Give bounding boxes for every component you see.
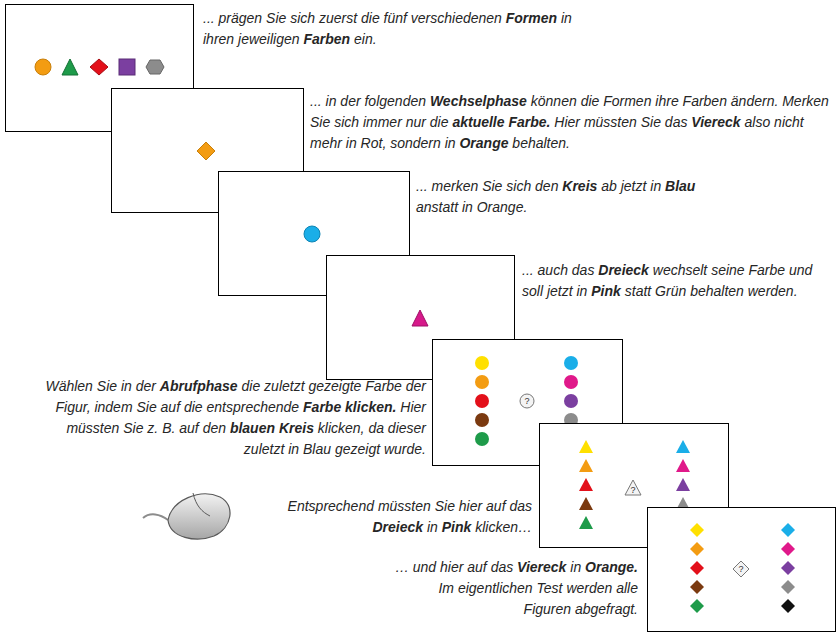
emphasis: Orange	[459, 135, 508, 151]
question-mark: ?	[521, 396, 533, 406]
instruction-text: ... merken Sie sich den Kreis ab jetzt i…	[416, 176, 716, 218]
emphasis: Blau	[665, 178, 695, 194]
shape-circle	[35, 59, 51, 75]
emphasis: Wechselphase	[430, 93, 527, 109]
instruction-text: ... auch das Dreieck wechselt seine Farb…	[522, 260, 834, 302]
instruction-text: ... prägen Sie sich zuerst die fünf vers…	[203, 8, 593, 50]
shape-diamond	[197, 142, 215, 160]
shape-diamond	[90, 59, 108, 75]
instruction-text: Entsprechend müssten Sie hier auf das Dr…	[242, 496, 532, 538]
emphasis: aktuelle	[452, 114, 504, 130]
question-mark: ?	[735, 564, 747, 574]
mouse-icon	[143, 493, 230, 539]
emphasis: Farbe.	[508, 114, 550, 130]
instruction-text: ... in der folgenden Wechselphase können…	[310, 91, 836, 154]
emphasis: Pink	[591, 283, 621, 299]
shape-triangle	[412, 310, 428, 326]
shape-hexagon	[146, 60, 164, 74]
question-icon	[520, 394, 534, 408]
emphasis: Abrufphase	[160, 378, 238, 394]
shape-square	[119, 59, 135, 75]
question-icon	[733, 561, 749, 577]
emphasis: Kreis	[279, 420, 314, 436]
question-mark: ?	[627, 485, 639, 495]
emphasis: Kreis	[562, 178, 597, 194]
emphasis: blauen	[230, 420, 275, 436]
slide	[648, 508, 836, 632]
diamond-options	[690, 523, 795, 613]
slide	[327, 256, 515, 380]
question-icon	[625, 480, 641, 495]
slide	[540, 424, 729, 548]
emphasis: Orange.	[585, 559, 638, 575]
emphasis: Farben	[303, 31, 350, 47]
instruction-text: … und hier auf das Viereck in Orange. Im…	[393, 557, 638, 620]
shape-triangle	[62, 59, 78, 75]
emphasis: Farbe	[303, 399, 341, 415]
shape-circle	[304, 226, 320, 242]
emphasis: klicken.	[345, 399, 396, 415]
emphasis: Dreieck	[598, 262, 649, 278]
emphasis: Viereck	[517, 559, 566, 575]
emphasis: Pink	[442, 519, 472, 535]
emphasis: Formen	[506, 10, 557, 26]
emphasis: Dreieck	[372, 519, 423, 535]
instruction-text: Wählen Sie in der Abrufphase die zuletzt…	[26, 376, 426, 460]
emphasis: Viereck	[691, 114, 740, 130]
